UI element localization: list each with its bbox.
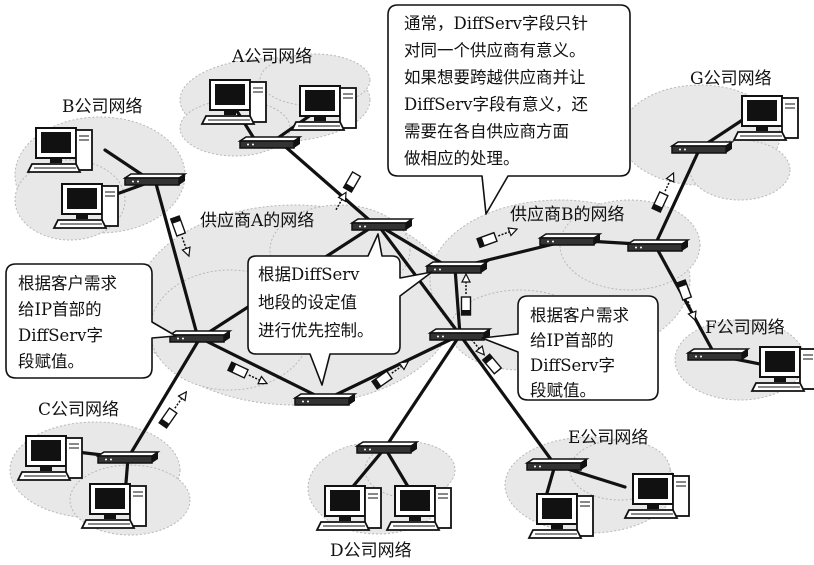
callout-top-line-3: 如果想要跨越供应商并让 [404,68,586,87]
computer-icon-g1 [733,95,799,141]
router-icon-company-d [356,441,418,454]
callout-middle-line-2: 地段的设定值 [258,293,357,312]
callout-top-line-4: DiffServ字段有意义，还 [404,95,589,114]
router-icon-provider-a-bottom [294,393,356,406]
computer-icon-c1 [17,435,83,481]
router-icon-company-f [687,348,749,361]
callout-top-line-1: 通常，DiffServ字段只针 [404,14,588,33]
router-icon-company-g [671,141,733,154]
label-company-d: D公司网络 [330,541,412,561]
computer-icon-d1 [316,485,382,531]
router-icon-company-c [97,451,159,464]
callout-left-line-1: 根据客户需求 [18,274,117,293]
label-company-c: C公司网络 [38,400,119,420]
callout-top-line-2: 对同一个供应商有意义。 [404,41,586,60]
router-icon-provider-b-middle [539,233,601,246]
label-provider-a: 供应商A的网络 [200,211,314,231]
router-icon-provider-a-top [351,218,413,231]
cloud-company-g [619,84,791,201]
computer-icon-a1 [201,79,267,125]
callout-left-line-3: DiffServ字 [18,326,103,345]
router-icon-company-a [239,136,301,149]
label-company-b: B公司网络 [62,97,143,117]
callout-middle: 根据DiffServ 地段的设定值 进行优先控制。 [247,233,433,386]
callout-top-line-6: 做相应的处理。 [404,149,520,168]
callout-right-line-2: 给IP首部的 [530,331,614,350]
label-company-g: G公司网络 [690,69,772,89]
label-company-e: E公司网络 [568,428,648,448]
router-icon-provider-b-bottom [429,328,491,341]
computer-icon-c2 [81,483,147,529]
router-icon-provider-a-left [169,330,231,343]
callout-left-line-4: 段赋值。 [18,352,84,371]
callout-right: 根据客户需求 给IP首部的 DiffServ字 段赋值。 [481,295,659,401]
packet-icon-company-c [158,388,191,429]
callout-top: 通常，DiffServ字段只针 对同一个供应商有意义。 如果想要跨越供应商并让 … [387,4,631,215]
callout-middle-line-1: 根据DiffServ [258,265,360,284]
callout-right-line-3: DiffServ字 [530,356,615,375]
router-icon-company-e [526,458,588,471]
label-company-a: A公司网络 [231,47,312,67]
callout-middle-line-3: 进行优先控制。 [258,321,374,340]
router-icon-company-b [124,173,186,186]
callout-left-line-2: 给IP首部的 [18,300,102,319]
computer-icon-e2 [624,473,690,519]
computer-icon-e1 [528,493,594,539]
router-icon-provider-b-top [426,261,488,274]
label-company-f: F公司网络 [705,318,785,338]
callout-right-line-4: 段赋值。 [530,381,596,400]
callout-right-line-1: 根据客户需求 [530,306,629,325]
computer-icon-b1 [27,127,93,173]
callout-top-line-5: 需要在各自供应商方面 [404,122,569,141]
computer-icon-b2 [53,183,119,229]
computer-icon-a2 [291,85,357,131]
computer-icon-f1 [751,346,814,392]
label-provider-b: 供应商B的网络 [510,205,625,225]
computer-icon-d2 [386,485,452,531]
router-icon-provider-b-right [627,239,689,252]
callout-left: 根据客户需求 给IP首部的 DiffServ字 段赋值。 [5,263,177,379]
